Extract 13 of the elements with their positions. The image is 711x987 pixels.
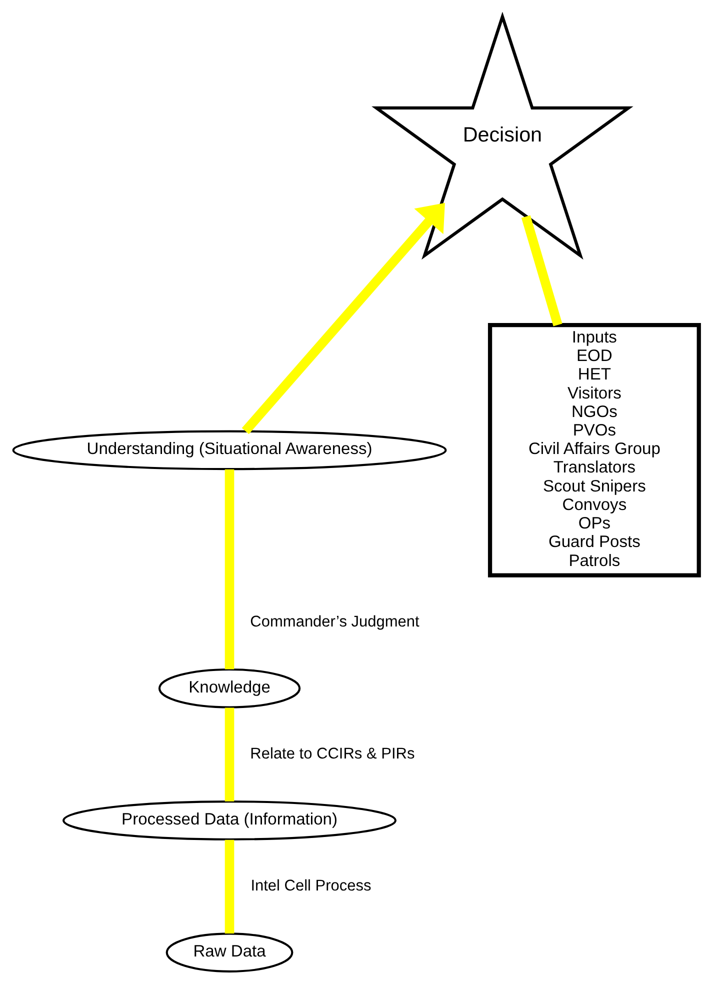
edge-label: Relate to CCIRs & PIRs	[250, 745, 414, 762]
connector	[224, 707, 234, 801]
node-ellipse: Processed Data (Information)	[62, 800, 396, 840]
node-ellipse: Knowledge	[158, 668, 300, 708]
connector	[224, 839, 234, 933]
node-box: Inputs EOD HET Visitors NGOs PVOs Civil Affairs Group Translators Scout Snipers Convoys OPs Guard Posts Patrols	[487, 322, 700, 577]
connector	[520, 214, 562, 326]
edge-label: Commander’s Judgment	[250, 612, 419, 630]
connector	[224, 468, 234, 669]
arrow	[241, 202, 444, 434]
node-ellipse: Understanding (Situational Awareness)	[12, 430, 446, 470]
edge-label: Intel Cell Process	[250, 877, 371, 894]
node-ellipse: Raw Data	[165, 932, 293, 972]
